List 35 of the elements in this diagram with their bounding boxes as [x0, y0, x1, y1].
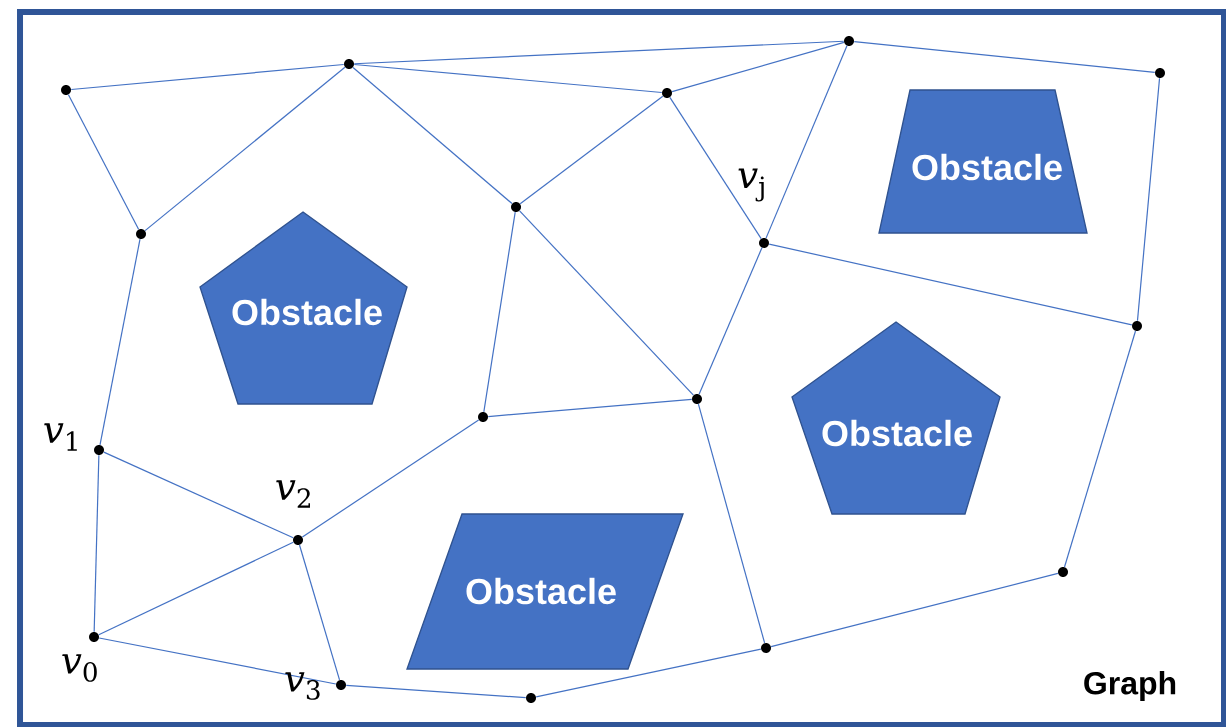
vertex-label: v$_{j}$: [738, 168, 764, 202]
vertex-label: v$_{3}$: [285, 672, 320, 700]
graph-edge: [853, 40, 1156, 74]
graph-edge: [483, 211, 516, 413]
graph-edge: [697, 403, 766, 644]
graph-edge: [301, 419, 480, 538]
graph-edge: [1136, 77, 1161, 322]
graph-edge: [1063, 330, 1137, 568]
vertex-label: v$_{1}$: [44, 423, 77, 451]
vertex-label: v$_{2}$: [276, 480, 310, 508]
graph-edge: [98, 637, 337, 685]
graph-edge: [103, 451, 294, 539]
graph-edge: [70, 63, 345, 91]
graph-edge: [765, 45, 848, 239]
graph-edge: [519, 95, 664, 205]
graph-edge: [67, 94, 140, 230]
graph-edge: [298, 544, 341, 681]
graph-edge: [353, 63, 663, 94]
graph-edge: [93, 454, 100, 633]
graph-edge: [487, 398, 693, 418]
graph-edge: [770, 572, 1059, 648]
graph-edge: [345, 684, 527, 699]
graph-edge: [519, 210, 694, 396]
graph-edge: [535, 648, 762, 698]
graph-edge: [671, 41, 845, 93]
graph-edge: [353, 40, 845, 65]
graph-edge: [352, 66, 513, 205]
vertex-label: v$_{0}$: [62, 654, 97, 682]
graph-edge: [698, 247, 763, 395]
graph-edge: [98, 541, 294, 636]
graph-edge: [669, 96, 762, 240]
graph-edge: [768, 243, 1133, 326]
graph-edge: [144, 66, 346, 232]
graph-edge: [99, 238, 141, 446]
graph-title: Graph: [1084, 671, 1176, 701]
